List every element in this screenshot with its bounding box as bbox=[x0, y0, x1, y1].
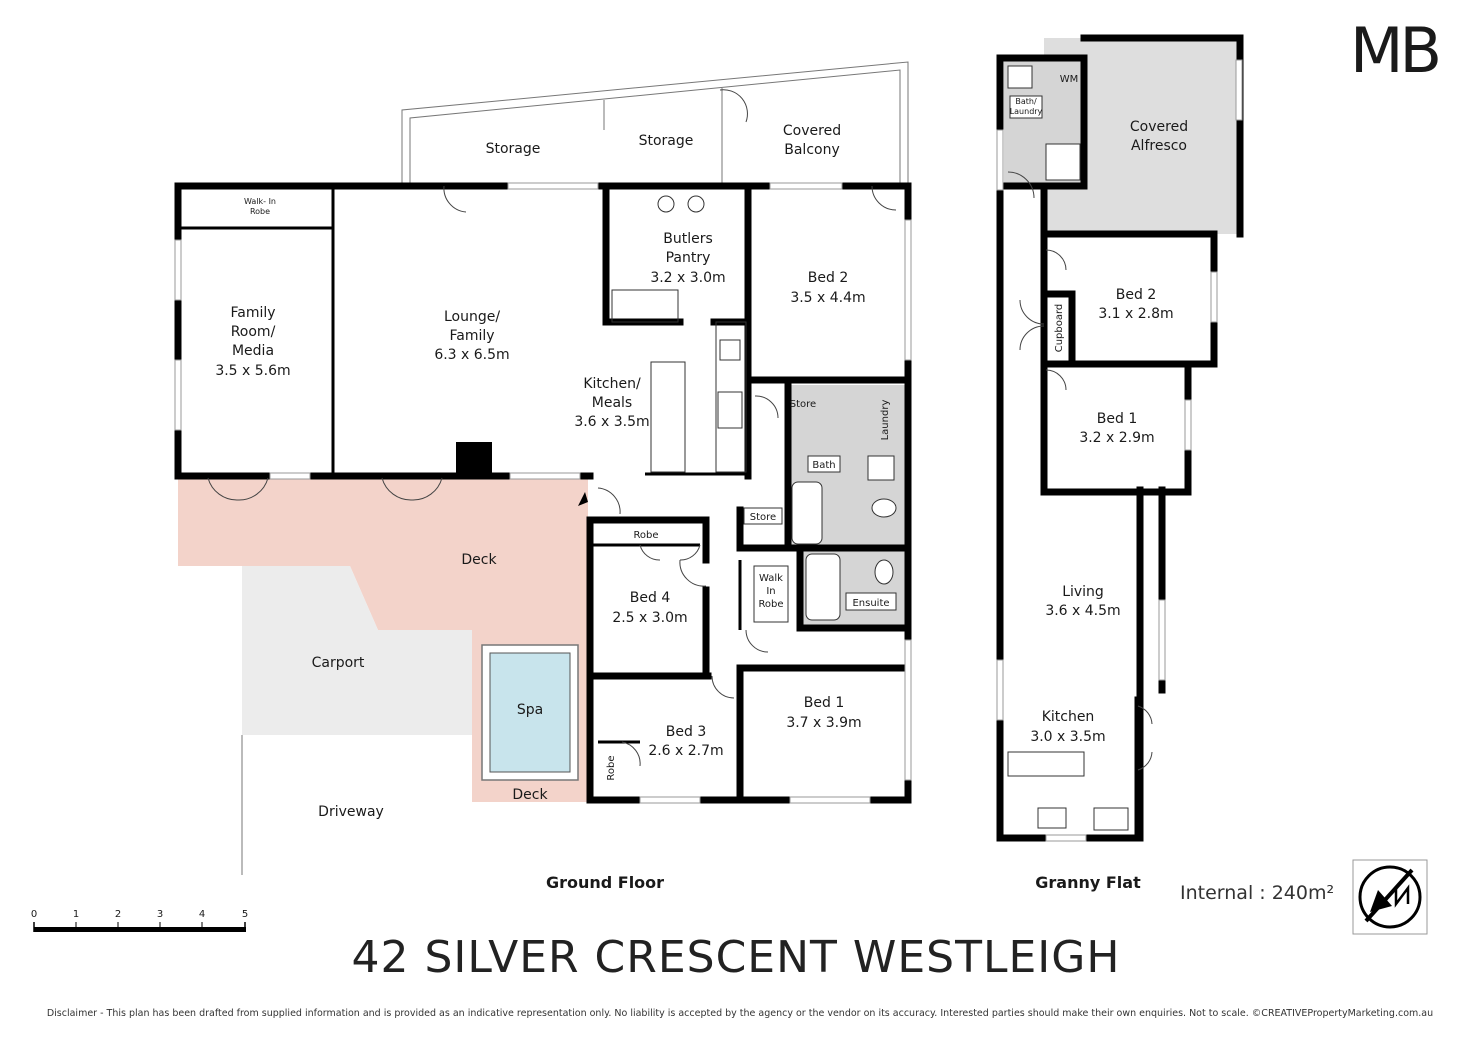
label-driveway: Driveway bbox=[318, 804, 384, 820]
label-cupboard: Cupboard bbox=[1054, 304, 1065, 353]
label-family-1: Family bbox=[230, 305, 275, 321]
label-living-1: Living bbox=[1062, 584, 1104, 600]
label-alfresco-1: Covered bbox=[1130, 119, 1188, 135]
label-laundry: Laundry bbox=[880, 400, 891, 441]
label-robe: Robe bbox=[633, 530, 658, 541]
label-wir-1: Walk- In bbox=[244, 197, 276, 206]
label-gf-kitchen-1: Kitchen bbox=[1042, 709, 1095, 725]
label-gf-kitchen-2: 3.0 x 3.5m bbox=[1030, 729, 1105, 745]
label-pantry-3: 3.2 x 3.0m bbox=[650, 270, 725, 286]
label-spa-deck: Deck bbox=[512, 787, 548, 803]
label-store-1: Store bbox=[790, 399, 816, 410]
deck-area bbox=[178, 478, 588, 630]
label-bed4-1: Bed 4 bbox=[630, 590, 671, 606]
disclaimer: Disclaimer - This plan has been drafted … bbox=[46, 1008, 1434, 1019]
label-spa: Spa bbox=[517, 702, 543, 718]
label-bed1-2: 3.7 x 3.9m bbox=[786, 715, 861, 731]
label-alfresco-2: Alfresco bbox=[1131, 138, 1187, 154]
label-deck: Deck bbox=[461, 552, 497, 568]
label-family-4: 3.5 x 5.6m bbox=[215, 363, 290, 379]
label-bath: Bath bbox=[812, 460, 835, 471]
scale-tick-0: 0 bbox=[31, 909, 37, 920]
label-bed4-2: 2.5 x 3.0m bbox=[612, 610, 687, 626]
label-bed2-1: Bed 2 bbox=[808, 270, 848, 286]
label-bath-laundry-2: Laundry bbox=[1010, 107, 1043, 116]
label-bed1-1: Bed 1 bbox=[804, 695, 844, 711]
compass-north-icon bbox=[1352, 859, 1428, 935]
label-bed2-2: 3.5 x 4.4m bbox=[790, 290, 865, 306]
label-wir-2: Robe bbox=[250, 207, 270, 216]
scale-tick-5: 5 bbox=[242, 909, 248, 920]
label-storage-2: Storage bbox=[639, 133, 694, 149]
carport-area bbox=[242, 566, 472, 735]
caption-ground-floor: Ground Floor bbox=[546, 873, 664, 892]
label-lounge-1: Lounge/ bbox=[444, 309, 500, 325]
brand-logo: MB bbox=[1350, 14, 1442, 87]
label-pantry-2: Pantry bbox=[666, 250, 711, 266]
label-lounge-2: Family bbox=[449, 328, 494, 344]
label-ensuite: Ensuite bbox=[852, 598, 889, 609]
label-wm: WM bbox=[1060, 74, 1079, 85]
caption-granny-flat: Granny Flat bbox=[1035, 873, 1141, 892]
label-gf-bed1-1: Bed 1 bbox=[1097, 411, 1137, 427]
label-carport: Carport bbox=[312, 655, 365, 671]
label-bath-laundry-1: Bath/ bbox=[1015, 97, 1037, 106]
label-family-2: Room/ bbox=[231, 324, 276, 340]
internal-area: Internal : 240m² bbox=[1180, 882, 1335, 904]
label-gf-bed2-1: Bed 2 bbox=[1116, 287, 1156, 303]
property-address: 42 SILVER CRESCENT WESTLEIGH bbox=[351, 932, 1121, 983]
spa-water bbox=[489, 652, 571, 773]
scale-tick-2: 2 bbox=[115, 909, 121, 920]
scale-tick-3: 3 bbox=[157, 909, 163, 920]
label-bed3-robe: Robe bbox=[606, 755, 617, 780]
label-bed3-1: Bed 3 bbox=[666, 724, 706, 740]
label-covered-balcony-1: Covered bbox=[783, 123, 841, 139]
label-covered-balcony-2: Balcony bbox=[784, 142, 840, 158]
label-wir2-3: Robe bbox=[758, 599, 783, 610]
label-gf-bed2-2: 3.1 x 2.8m bbox=[1098, 306, 1173, 322]
label-storage-1: Storage bbox=[486, 141, 541, 157]
label-pantry-1: Butlers bbox=[663, 231, 713, 247]
label-family-3: Media bbox=[232, 343, 274, 359]
label-living-2: 3.6 x 4.5m bbox=[1045, 603, 1120, 619]
label-wir2-1: Walk bbox=[759, 573, 783, 584]
label-lounge-3: 6.3 x 6.5m bbox=[434, 347, 509, 363]
scale-tick-1: 1 bbox=[73, 909, 79, 920]
label-store-2: Store bbox=[750, 512, 776, 523]
scale-tick-4: 4 bbox=[199, 909, 205, 920]
label-kitchen-2: Meals bbox=[592, 395, 632, 411]
label-kitchen-1: Kitchen/ bbox=[583, 376, 641, 392]
label-kitchen-3: 3.6 x 3.5m bbox=[574, 414, 649, 430]
label-bed3-2: 2.6 x 2.7m bbox=[648, 743, 723, 759]
label-wir2-2: In bbox=[766, 586, 775, 597]
scale-bar: 0 1 2 3 4 5 bbox=[31, 909, 248, 932]
label-gf-bed1-2: 3.2 x 2.9m bbox=[1079, 430, 1154, 446]
